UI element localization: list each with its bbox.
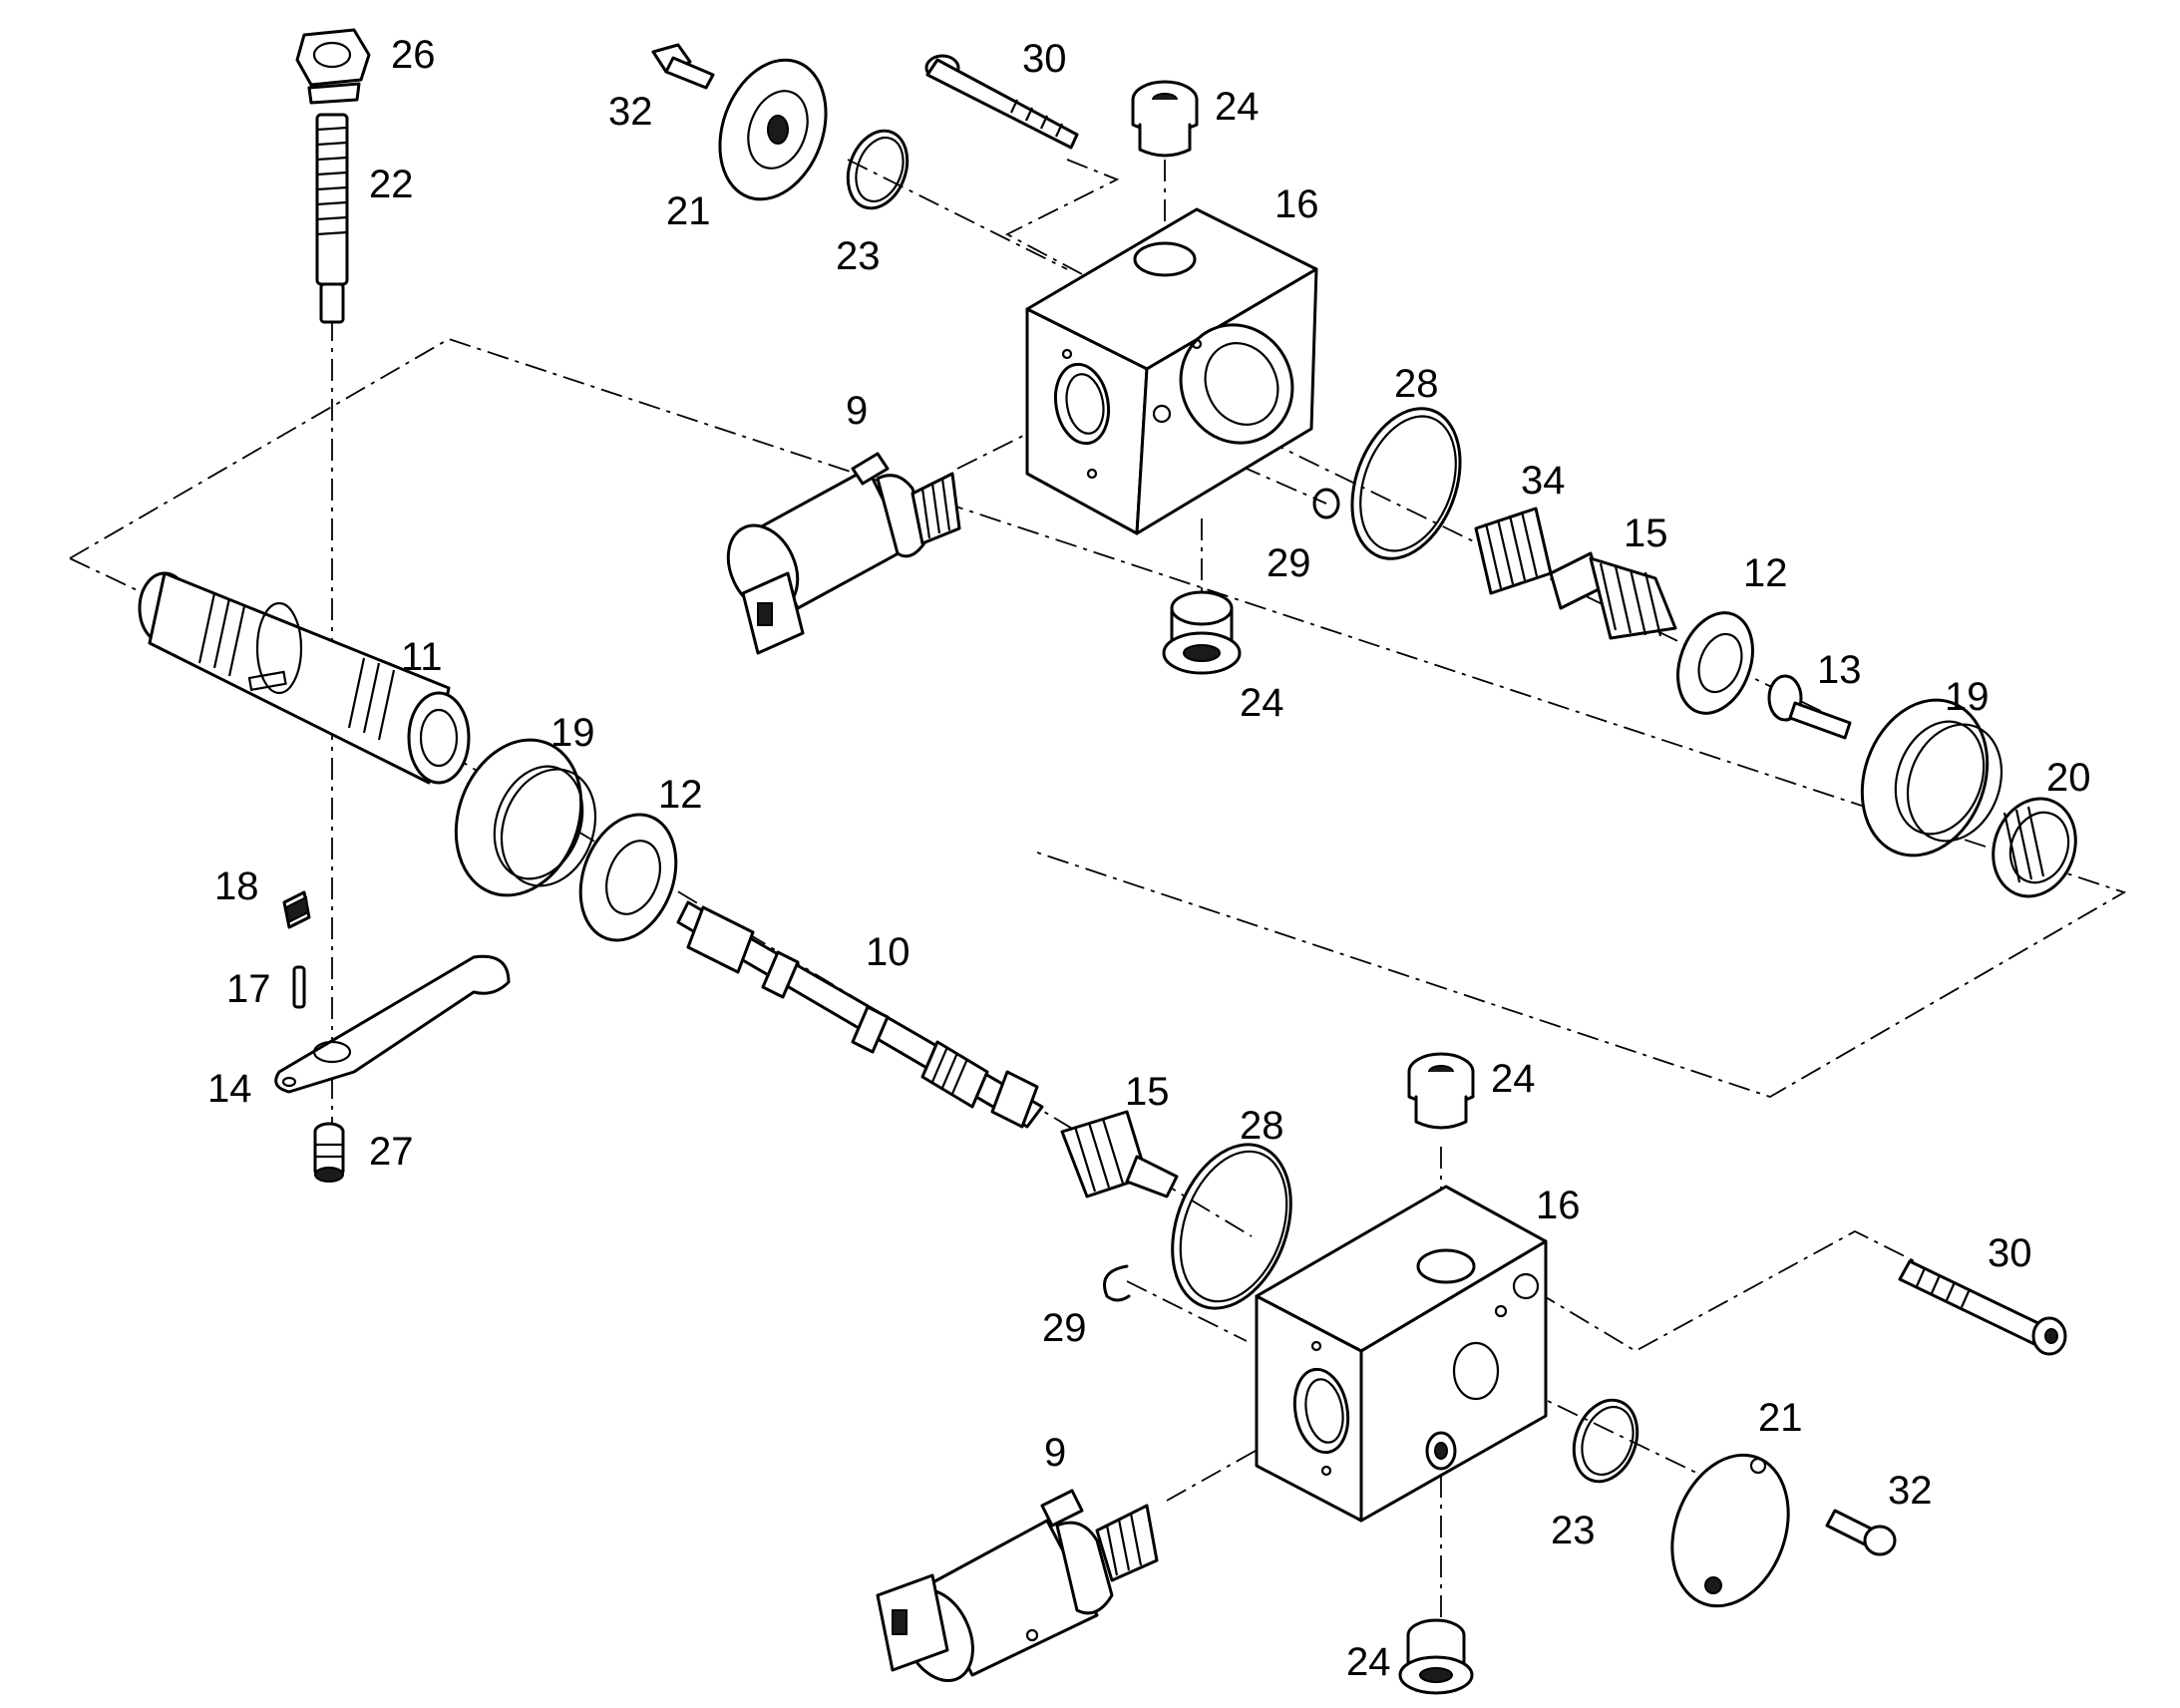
callout-24-mid: 24 (1240, 681, 1284, 725)
callout-32-upper: 32 (608, 90, 653, 134)
ring-29-lower (1103, 1264, 1131, 1302)
plug-24-bottom (1398, 1618, 1474, 1695)
bolt-32-lower (1825, 1509, 1897, 1556)
callout-23-lower: 23 (1551, 1509, 1596, 1552)
plug-24-lower-top (1407, 1052, 1475, 1130)
callout-24-lower-top: 24 (1491, 1057, 1536, 1101)
callout-15-lower: 15 (1125, 1070, 1170, 1114)
callout-30-upper: 30 (1022, 37, 1067, 81)
callout-23-upper: 23 (836, 234, 881, 278)
spring-20 (1992, 797, 2077, 898)
screw-30-lower (1898, 1259, 2067, 1356)
plug-27 (313, 1122, 345, 1183)
callout-22: 22 (369, 163, 414, 206)
callout-13: 13 (1817, 648, 1862, 692)
callout-16-upper: 16 (1274, 182, 1319, 226)
pin-17 (292, 965, 306, 1009)
pin-22 (315, 113, 349, 324)
stem-13 (1767, 674, 1852, 740)
callout-labels: 26 22 32 21 23 30 24 16 9 28 34 15 12 13… (207, 33, 2091, 1684)
sleeve-15-lower (1060, 1110, 1179, 1198)
callout-30-lower: 30 (1988, 1231, 2032, 1275)
plug-24-top (1131, 80, 1199, 158)
valve-body-11 (138, 571, 471, 785)
callout-15-upper: 15 (1624, 512, 1668, 555)
callout-12-upper: 12 (1743, 551, 1788, 595)
bolt-32-upper (651, 43, 715, 90)
callout-20: 20 (2046, 756, 2091, 800)
spring-19-upper (1860, 698, 2003, 857)
oring-28-lower (1171, 1143, 1292, 1310)
spool-10 (676, 900, 1044, 1129)
callout-18: 18 (214, 864, 259, 908)
cover-21-upper (718, 58, 828, 201)
plug-24-mid (1162, 590, 1242, 675)
valve-block-16-upper (1025, 207, 1318, 535)
callout-12-lower: 12 (658, 773, 703, 817)
callout-11: 11 (401, 635, 443, 679)
screw-30-upper (924, 54, 1079, 150)
callout-17: 17 (226, 967, 271, 1011)
callout-9-upper: 9 (846, 389, 868, 433)
oring-28-upper (1350, 407, 1462, 560)
callout-16-lower: 16 (1536, 1184, 1581, 1227)
sleeve-15-upper (1549, 551, 1677, 640)
callout-10: 10 (866, 930, 910, 974)
callout-26: 26 (391, 33, 436, 77)
callout-32-lower: 32 (1888, 1469, 1933, 1513)
disc-12-upper (1676, 611, 1754, 715)
ring-29-upper (1312, 488, 1340, 519)
callout-21-upper: 21 (666, 189, 711, 233)
callout-29-lower: 29 (1042, 1306, 1087, 1350)
callout-24-top: 24 (1215, 85, 1260, 129)
callout-19-upper: 19 (1945, 675, 1990, 719)
callout-24-bottom: 24 (1346, 1640, 1391, 1684)
disc-12-lower (578, 813, 678, 942)
callout-28-lower: 28 (1240, 1104, 1284, 1148)
callout-29-upper: 29 (1267, 541, 1311, 585)
valve-block-16-lower (1255, 1185, 1548, 1523)
lever-14 (274, 954, 511, 1094)
nut-18 (282, 890, 311, 929)
oring-23-lower (1572, 1398, 1639, 1484)
oring-23-upper (846, 129, 909, 210)
spring-34 (1474, 507, 1553, 595)
callout-28-upper: 28 (1394, 362, 1439, 406)
callout-34: 34 (1521, 459, 1566, 503)
cover-21-lower (1670, 1453, 1790, 1608)
callout-27: 27 (369, 1130, 414, 1174)
callout-9-lower: 9 (1044, 1431, 1066, 1475)
solenoid-9-lower (876, 1489, 1159, 1683)
callout-19-lower: 19 (550, 711, 595, 755)
callout-14: 14 (207, 1067, 252, 1111)
spring-19-lower (454, 738, 597, 897)
solenoid-9-upper (726, 452, 961, 655)
callout-21-lower: 21 (1758, 1396, 1803, 1440)
nut-26 (295, 28, 371, 105)
